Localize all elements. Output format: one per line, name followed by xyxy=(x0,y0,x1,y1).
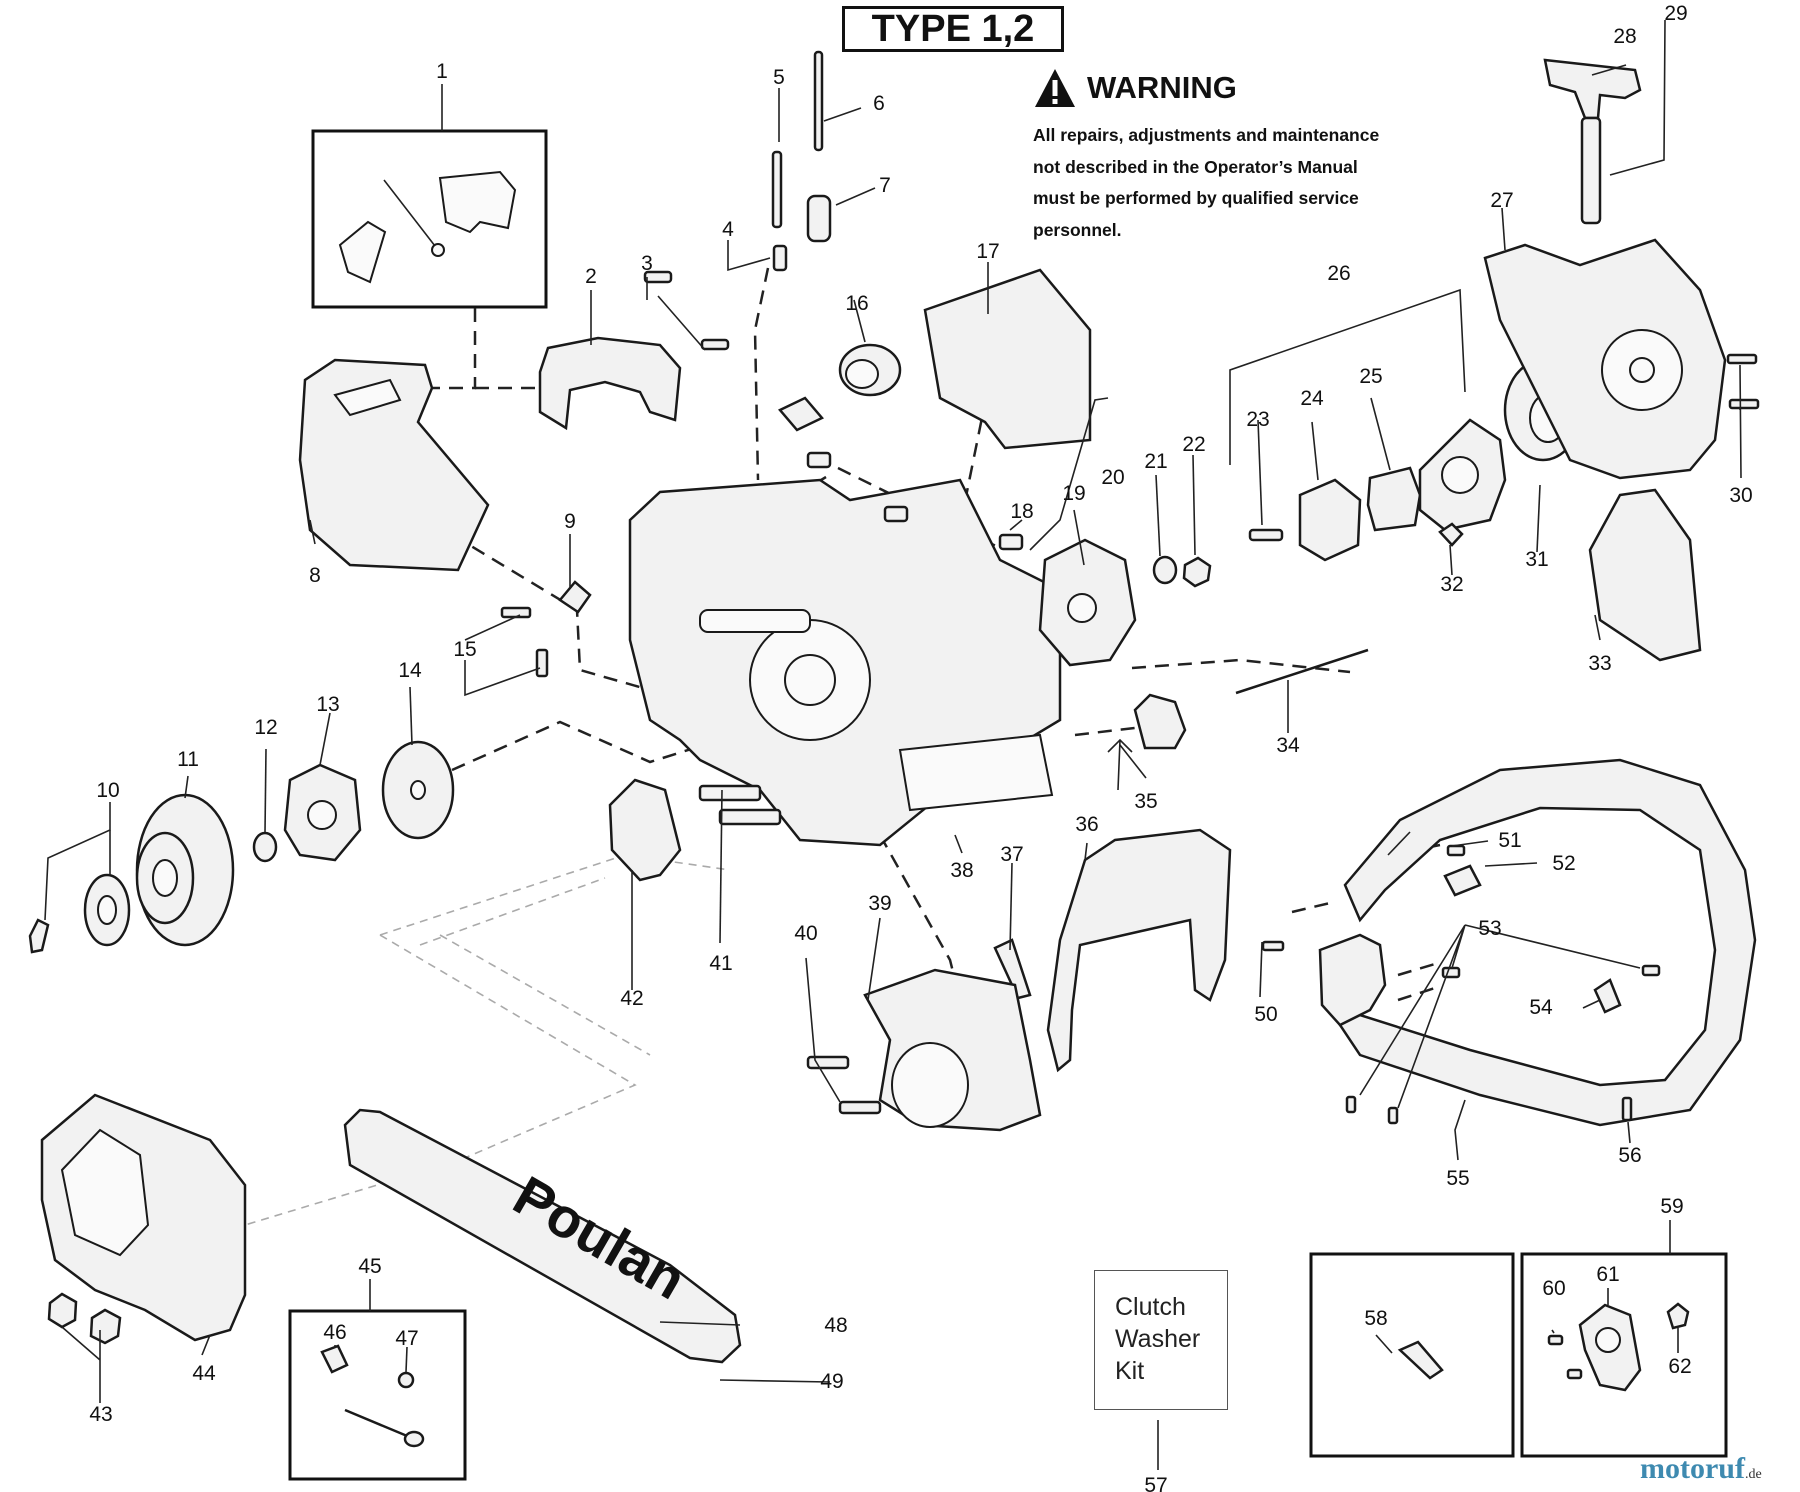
callout-46: 46 xyxy=(323,1321,346,1344)
callout-38: 38 xyxy=(950,859,973,882)
callout-35: 35 xyxy=(1134,790,1157,813)
callout-52: 52 xyxy=(1552,852,1575,875)
callout-34: 34 xyxy=(1276,734,1300,757)
callout-48: 48 xyxy=(824,1314,847,1337)
callout-62: 62 xyxy=(1668,1355,1691,1378)
callout-37: 37 xyxy=(1000,843,1023,866)
callout-59: 59 xyxy=(1660,1195,1683,1218)
callout-26: 26 xyxy=(1327,262,1350,285)
callout-5: 5 xyxy=(773,66,785,89)
watermark: motoruf.de xyxy=(1640,1452,1762,1486)
callout-54: 54 xyxy=(1529,996,1553,1019)
callout-50: 50 xyxy=(1254,1003,1277,1026)
clutch-washer-kit-box: Clutch Washer Kit xyxy=(1094,1270,1228,1410)
callout-57: 57 xyxy=(1144,1474,1167,1492)
type-title: TYPE 1,2 xyxy=(842,6,1064,52)
kit-label-line: Washer xyxy=(1115,1325,1201,1353)
callout-2: 2 xyxy=(585,265,597,288)
callout-13: 13 xyxy=(316,693,339,716)
warning-line: All repairs, adjustments and maintenance xyxy=(1033,125,1380,145)
warning-line: must be performed by qualified service xyxy=(1033,188,1359,208)
callout-49: 49 xyxy=(820,1370,843,1393)
kit-box-1 xyxy=(311,129,548,309)
callout-3: 3 xyxy=(641,252,653,275)
callout-61: 61 xyxy=(1596,1263,1619,1286)
callout-58: 58 xyxy=(1364,1307,1387,1330)
watermark-suffix: .de xyxy=(1744,1467,1762,1482)
callout-6: 6 xyxy=(873,92,885,115)
kit-box-45 xyxy=(288,1309,467,1481)
callout-33: 33 xyxy=(1588,652,1611,675)
kit-label-line: Kit xyxy=(1115,1357,1145,1385)
callout-19: 19 xyxy=(1062,482,1085,505)
callout-17: 17 xyxy=(976,240,999,263)
watermark-text: motoruf xyxy=(1640,1452,1745,1485)
callout-36: 36 xyxy=(1075,813,1098,836)
callout-51: 51 xyxy=(1498,829,1521,852)
callout-53: 53 xyxy=(1478,917,1501,940)
callout-9: 9 xyxy=(564,510,576,533)
callout-8: 8 xyxy=(309,564,321,587)
callout-28: 28 xyxy=(1613,25,1636,48)
callout-29: 29 xyxy=(1664,2,1687,25)
warning-line: not described in the Operator’s Manual xyxy=(1033,156,1358,177)
kit-label-line: Clutch xyxy=(1115,1293,1186,1321)
callout-23: 23 xyxy=(1246,408,1269,431)
callout-42: 42 xyxy=(620,987,643,1010)
callout-55: 55 xyxy=(1446,1167,1469,1190)
callout-45: 45 xyxy=(358,1255,381,1278)
callout-56: 56 xyxy=(1618,1144,1641,1167)
callout-22: 22 xyxy=(1182,433,1205,456)
warning-text: All repairs, adjustments and maintenance… xyxy=(1033,120,1419,246)
callout-30: 30 xyxy=(1729,484,1752,507)
callout-numbers: 1 2 3 4 5 6 7 8 9 10 11 12 13 14 15 16 1… xyxy=(89,2,1752,1492)
kit-box-59 xyxy=(1520,1252,1728,1458)
callout-47: 47 xyxy=(395,1327,418,1350)
callout-18: 18 xyxy=(1010,500,1033,523)
callout-44: 44 xyxy=(192,1362,216,1385)
warning-title: WARNING xyxy=(1087,70,1237,105)
callout-1: 1 xyxy=(436,60,448,83)
callout-15: 15 xyxy=(453,638,476,661)
callout-14: 14 xyxy=(398,659,422,682)
callout-24: 24 xyxy=(1300,387,1324,410)
callout-4: 4 xyxy=(722,218,734,241)
callout-12: 12 xyxy=(254,716,277,739)
callout-27: 27 xyxy=(1490,189,1513,212)
callout-32: 32 xyxy=(1440,573,1463,596)
callout-41: 41 xyxy=(709,952,732,975)
callout-10: 10 xyxy=(96,779,119,802)
callout-31: 31 xyxy=(1525,548,1548,571)
callout-25: 25 xyxy=(1359,365,1382,388)
callout-40: 40 xyxy=(794,922,817,945)
callout-43: 43 xyxy=(89,1403,112,1426)
callout-21: 21 xyxy=(1144,450,1167,473)
kit-box-58 xyxy=(1309,1252,1515,1458)
warning-block: WARNING All repairs, adjustments and mai… xyxy=(1033,66,1419,246)
callout-16: 16 xyxy=(845,292,868,315)
callout-39: 39 xyxy=(868,892,891,915)
callout-20: 20 xyxy=(1101,466,1124,489)
part-sketches xyxy=(28,50,1760,1448)
warning-header: WARNING xyxy=(1033,66,1419,110)
warning-triangle-icon xyxy=(1035,69,1075,107)
callout-11: 11 xyxy=(177,748,199,771)
warning-line: personnel. xyxy=(1033,219,1122,240)
callout-60: 60 xyxy=(1542,1277,1565,1300)
callout-7: 7 xyxy=(879,174,891,197)
leader-lines xyxy=(44,19,1742,1470)
